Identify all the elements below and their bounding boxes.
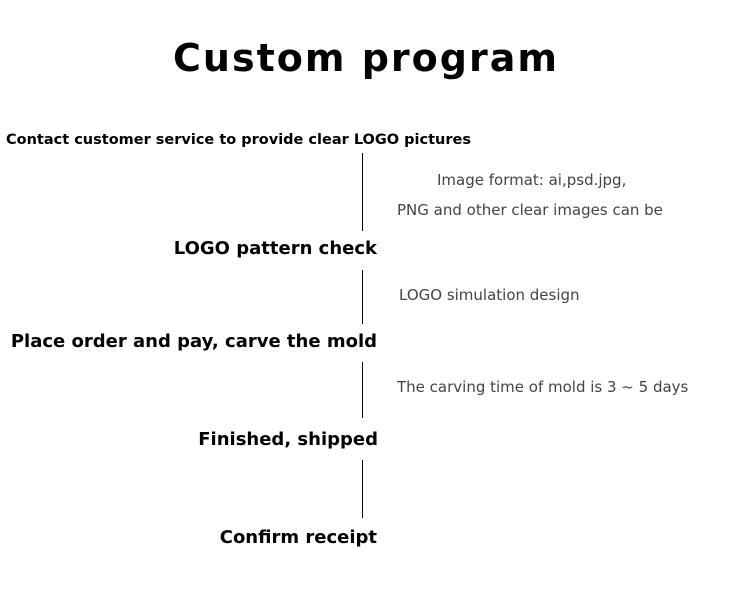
step-logo-check: LOGO pattern check xyxy=(173,238,377,259)
step-confirm-receipt: Confirm receipt xyxy=(219,527,377,548)
step-place-order: Place order and pay, carve the mold xyxy=(10,331,377,352)
note-image-format-line1: Image format: ai,psd.jpg, xyxy=(437,171,627,189)
note-simulation: LOGO simulation design xyxy=(399,286,580,304)
flow-connector xyxy=(362,362,363,418)
step-finished-shipped: Finished, shipped xyxy=(198,429,378,450)
flow-connector xyxy=(362,460,363,518)
page-title: Custom program xyxy=(173,36,559,80)
note-carving-time: The carving time of mold is 3 ~ 5 days xyxy=(397,378,689,396)
flow-connector xyxy=(362,153,363,231)
step-contact-service: Contact customer service to provide clea… xyxy=(6,132,471,148)
flow-connector xyxy=(362,270,363,324)
note-image-format-line2: PNG and other clear images can be xyxy=(397,201,663,219)
